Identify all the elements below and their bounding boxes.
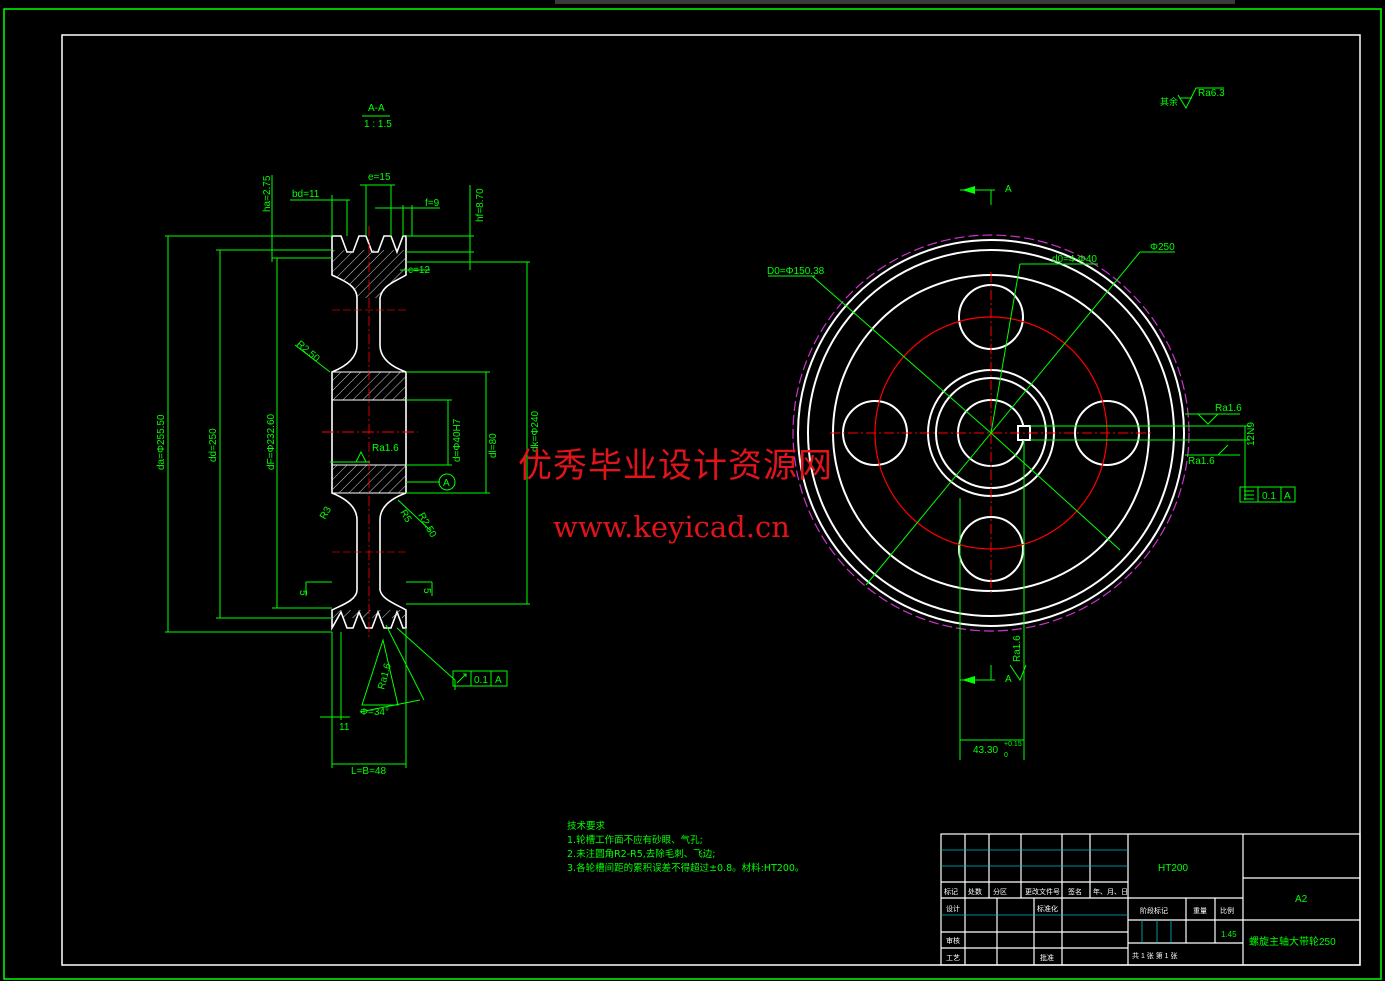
tb-approve: 批准 bbox=[1040, 953, 1054, 962]
outer-hidden-circle bbox=[792, 234, 1190, 632]
dim-c: c=12 bbox=[408, 265, 430, 276]
dim-r3: R3 bbox=[318, 505, 334, 522]
dim-ha: ha=2.75 bbox=[262, 175, 273, 212]
tb-label-sign: 签名 bbox=[1068, 887, 1082, 896]
dim-five-b: 5 bbox=[421, 588, 432, 594]
surface-finish-value: Ra6.3 bbox=[1198, 88, 1225, 99]
tb-scale: 比例 bbox=[1220, 906, 1234, 915]
outer-border bbox=[3, 8, 1382, 980]
tb-sheet-size: A2 bbox=[1295, 894, 1308, 905]
dim-D0: D0=Φ150.38 bbox=[767, 266, 825, 277]
tb-material: HT200 bbox=[1158, 863, 1188, 874]
dim-keyway-tol-bottom: 0 bbox=[1004, 752, 1008, 759]
watermark-title: 优秀毕业设计资源网 bbox=[518, 446, 833, 486]
watermark-url: www.keyicad.cn bbox=[553, 510, 790, 544]
section-scale: 1 : 1.5 bbox=[364, 119, 392, 130]
title-block: HT200 A2 螺旋主轴大带轮250 1.45 标记 处数 分区 更改文件号 … bbox=[940, 833, 1361, 966]
dim-bd: bd=11 bbox=[292, 189, 320, 200]
tb-label-doc: 更改文件号 bbox=[1025, 887, 1060, 896]
tb-label-zone: 分区 bbox=[993, 887, 1007, 896]
dim-f: f=9 bbox=[425, 198, 440, 209]
dim-r5: R5 bbox=[397, 508, 413, 525]
section-tol-value: 0.1 bbox=[474, 675, 488, 686]
section-marker-bottom: A bbox=[1005, 674, 1012, 685]
inner-frame bbox=[61, 34, 1361, 966]
dim-da: da=Φ255.50 bbox=[156, 414, 167, 470]
surface-finish-general: 其余 Ra6.3 bbox=[1160, 87, 1225, 110]
key-width: 12N9 bbox=[1246, 422, 1257, 446]
tb-process: 工艺 bbox=[946, 954, 960, 962]
tb-weight: 1.45 bbox=[1221, 930, 1237, 939]
section-tol-datum: A bbox=[495, 675, 502, 686]
groove-angle: Φ=34° bbox=[360, 707, 389, 718]
dim-dd: dd=250 bbox=[208, 428, 219, 462]
tb-mass: 重量 bbox=[1193, 907, 1207, 915]
section-title: A-A bbox=[368, 103, 385, 114]
tb-design: 设计 bbox=[946, 904, 960, 913]
tb-label-mark: 标记 bbox=[944, 887, 958, 896]
section-view: A-A 1 : 1.5 bbox=[156, 103, 541, 777]
section-marker-top: A bbox=[1005, 184, 1012, 195]
dim-d: d=Φ40H7 bbox=[452, 418, 463, 462]
tb-part-name: 螺旋主轴大带轮250 bbox=[1249, 935, 1336, 948]
ra-top: Ra1.6 bbox=[1215, 403, 1242, 414]
dim-r250-b: R2.50 bbox=[415, 511, 438, 540]
dim-five-a: 5 bbox=[297, 590, 308, 596]
ra-bore: Ra1.6 bbox=[372, 443, 399, 454]
note-item: 2.未注圆角R2-R5,去除毛刺、飞边; bbox=[567, 849, 716, 860]
dim-e: e=15 bbox=[368, 172, 391, 183]
datum-a-circle: A bbox=[443, 478, 450, 489]
dim-r250-a: R2.50 bbox=[294, 339, 322, 365]
window-top-bar bbox=[555, 0, 1235, 4]
tb-label-count: 处数 bbox=[968, 887, 982, 896]
dim-eleven: 11 bbox=[339, 722, 350, 733]
dim-outer: Φ250 bbox=[1150, 242, 1175, 253]
dim-L: L=B=48 bbox=[351, 766, 386, 777]
ra-bottom: Ra1.6 bbox=[1188, 456, 1215, 467]
technical-notes: 技术要求 1.轮槽工作面不应有砂眼、气孔; 2.未注圆角R2-R5,去除毛刺、飞… bbox=[567, 820, 804, 876]
dim-dl: dl=80 bbox=[488, 433, 499, 458]
ra-key: Ra1.6 bbox=[1012, 635, 1023, 662]
dim-keyway: 43.30 bbox=[973, 745, 998, 756]
dim-holes: d0=4-Φ40 bbox=[1052, 254, 1097, 265]
note-item: 3.各轮槽间距的累积误差不得超过±0.8。材料:HT200。 bbox=[567, 863, 805, 874]
tb-sheets: 共 1 张 第 1 张 bbox=[1132, 951, 1178, 960]
notes-heading: 技术要求 bbox=[567, 821, 606, 832]
dim-hf: hf=8.70 bbox=[475, 188, 486, 222]
dim-keyway-tol-top: +0.15 bbox=[1004, 741, 1022, 748]
tb-review: 审核 bbox=[946, 936, 960, 945]
front-view: A A D0=Φ150.38 d0=4-Φ40 Φ250 Ra1.6 Ra1.6… bbox=[767, 184, 1296, 760]
surface-finish-label: 其余 bbox=[1160, 96, 1178, 107]
flat-tol-datum: A bbox=[1284, 491, 1291, 502]
tb-label-date: 年、月、日 bbox=[1093, 887, 1128, 896]
flat-tol-value: 0.1 bbox=[1262, 491, 1276, 502]
dim-df: dF=Φ232.60 bbox=[266, 413, 277, 470]
tb-stage-mark: 阶段标记 bbox=[1140, 906, 1168, 915]
tb-standard: 标准化 bbox=[1037, 904, 1058, 913]
dim-dk: dk=Φ240 bbox=[530, 410, 541, 452]
note-item: 1.轮槽工作面不应有砂眼、气孔; bbox=[567, 835, 703, 846]
